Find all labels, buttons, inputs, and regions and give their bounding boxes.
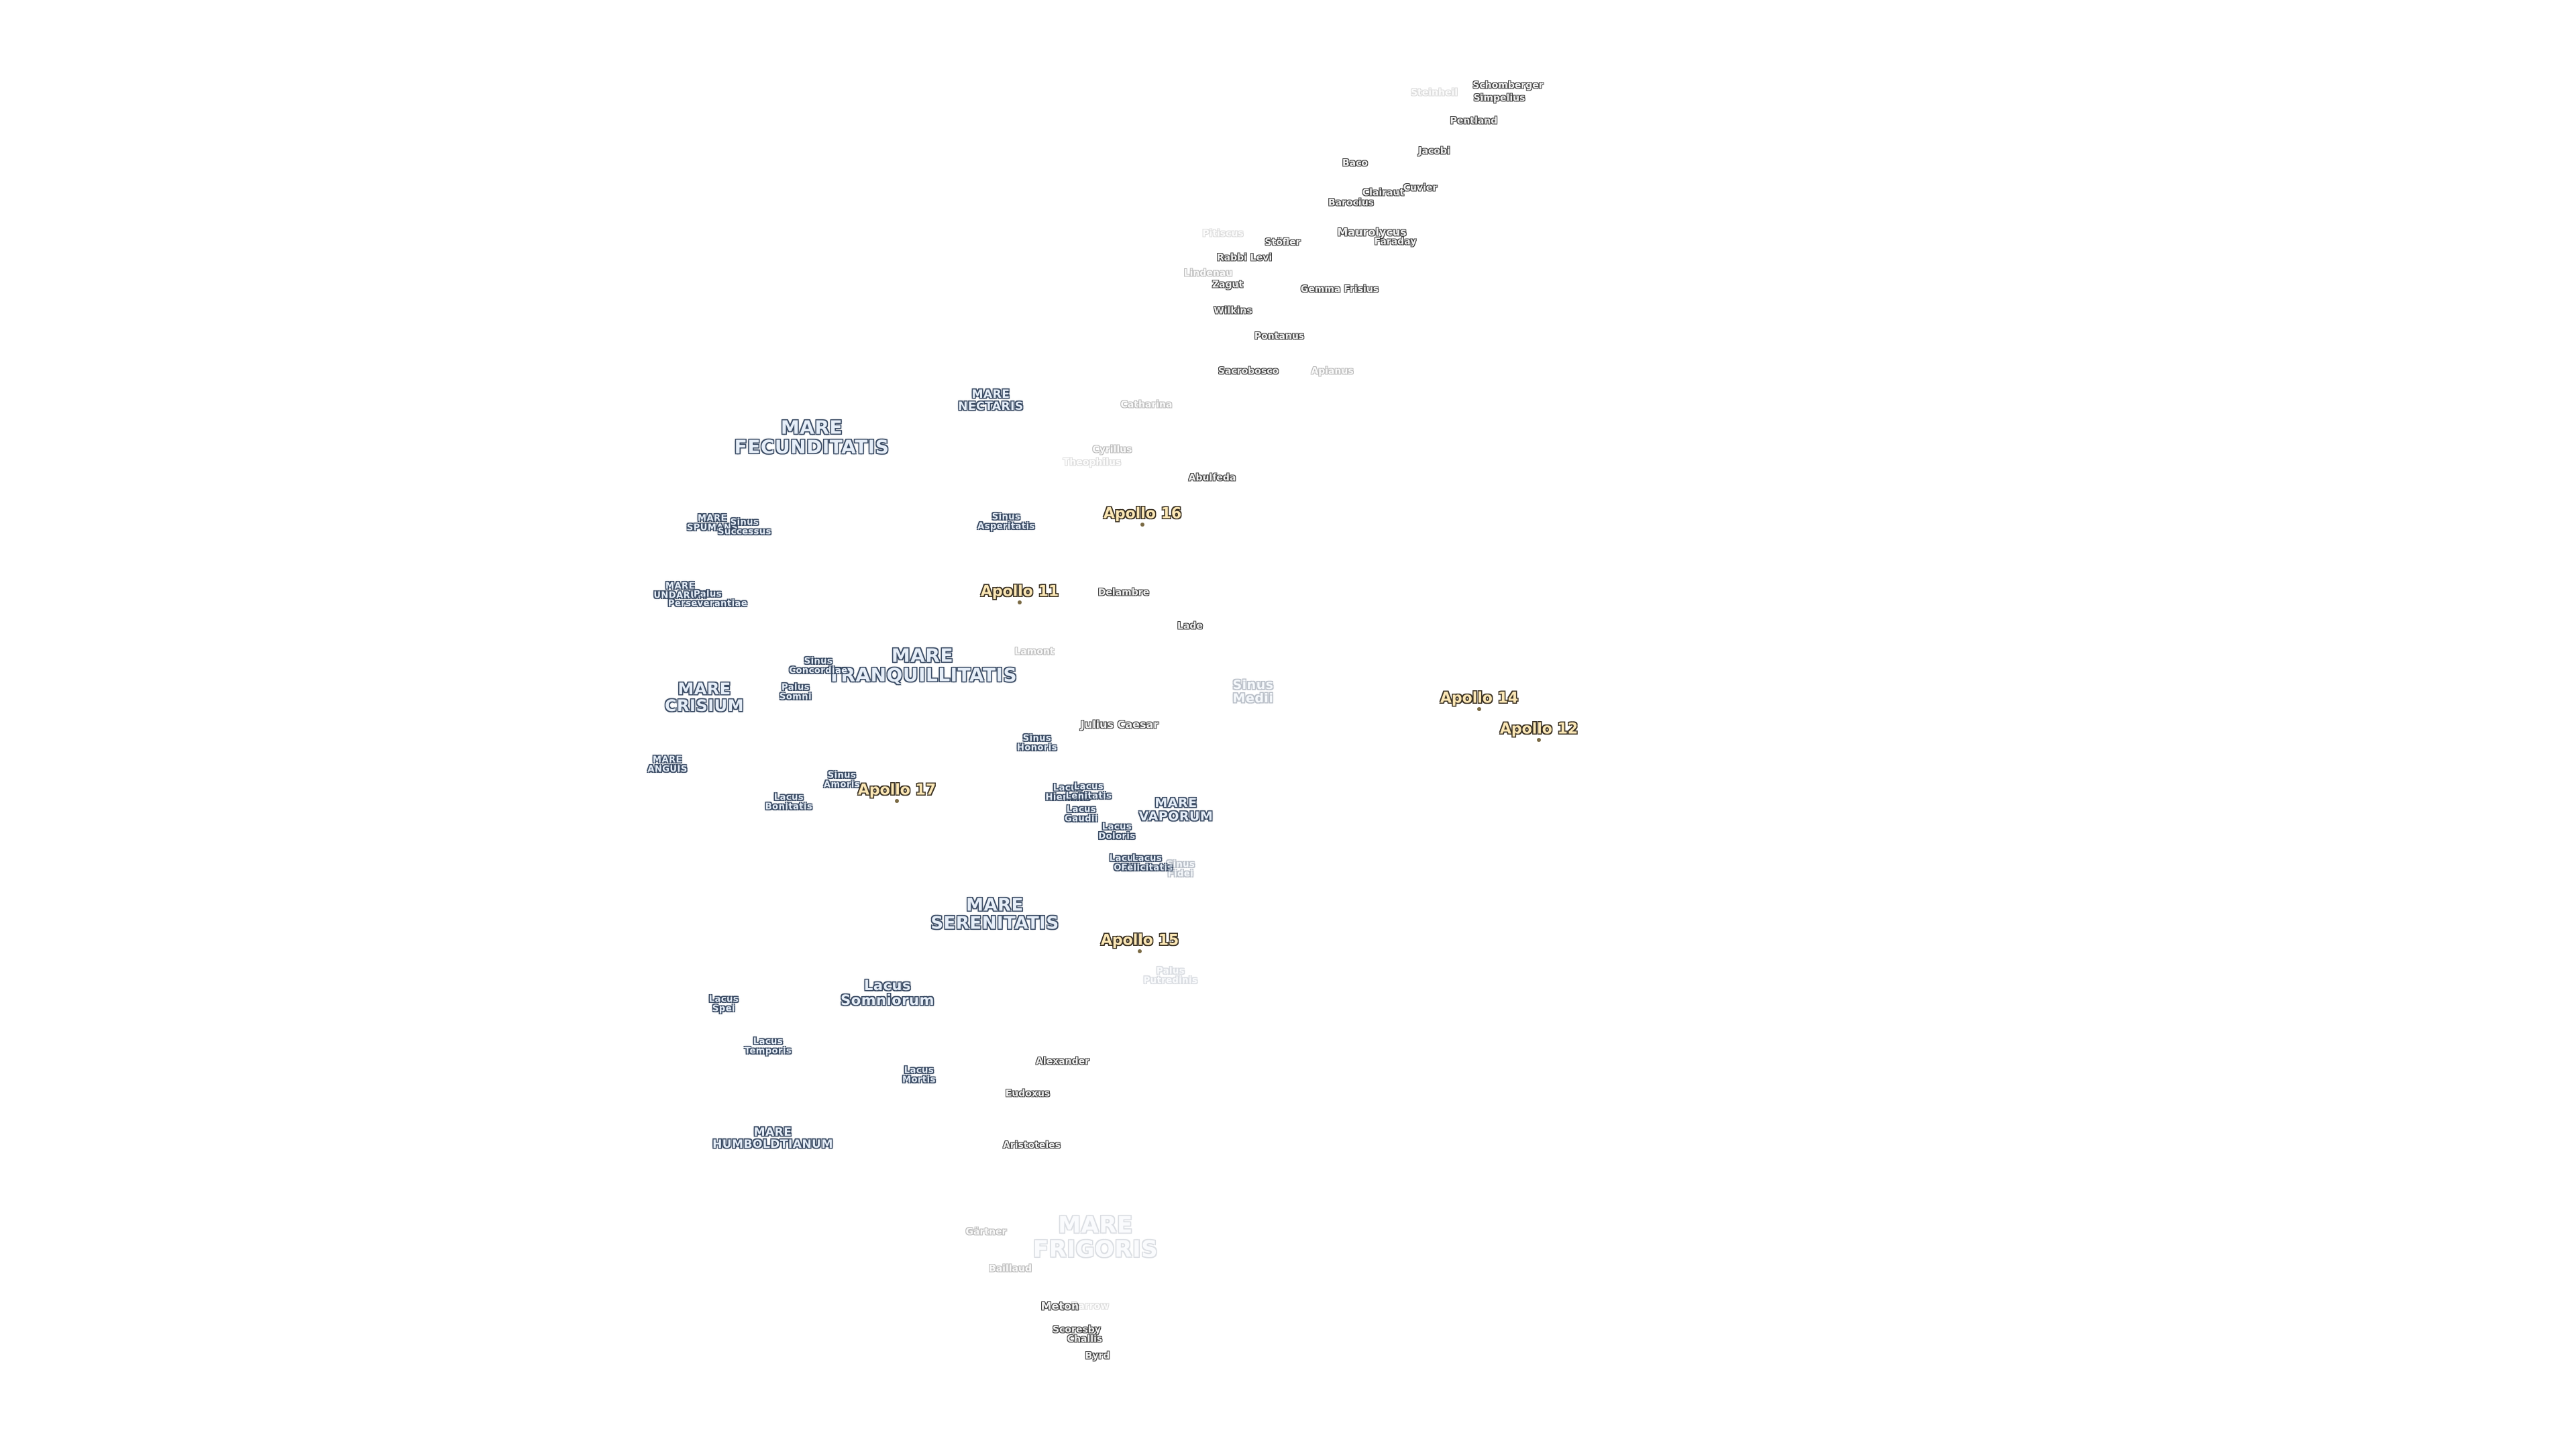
- mare-spumans-label: MARE SPUMANS: [686, 513, 739, 533]
- lacus-gaudii-label: Lacus Gaudii: [1065, 804, 1098, 824]
- crater-stoefler-label: Stöfler: [1265, 237, 1301, 248]
- crater-lindenau-label: Lindenau: [1183, 268, 1233, 279]
- mare-humboldtianum-label: MARE HUMBOLDTIANUM: [712, 1126, 833, 1151]
- crater-gemma-frisius-label: Gemma Frisius: [1300, 284, 1379, 295]
- crater-lade-label: Lade: [1177, 621, 1203, 632]
- apollo-14-label[interactable]: Apollo 14: [1440, 690, 1519, 707]
- palus-putredinis-label: Palus Putredinis: [1143, 966, 1198, 985]
- apollo-17-marker-icon[interactable]: [895, 799, 899, 803]
- lacus-odii-label: Lacus Odii: [1109, 853, 1140, 873]
- sinus-honoris-label: Sinus Honoris: [1016, 733, 1058, 753]
- mare-serenitatis-label: MARE SERENITATIS: [930, 895, 1059, 934]
- palus-perseverantiae-label: Palus Perseverantiae: [667, 589, 748, 608]
- apollo-17-label[interactable]: Apollo 17: [857, 782, 936, 799]
- crater-julius-caesar-label: Julius Caesar: [1080, 718, 1159, 731]
- lacus-temporis-label: Lacus Temporis: [744, 1036, 792, 1056]
- lacus-bonitatis-label: Lacus Bonitatis: [765, 792, 813, 812]
- crater-delambre-label: Delambre: [1097, 587, 1150, 598]
- crater-scoresby-label: Scoresby: [1053, 1324, 1101, 1336]
- apollo-12-marker-icon[interactable]: [1537, 738, 1541, 742]
- crater-catharina-label: Catharina: [1120, 399, 1173, 411]
- crater-zagut-label: Zagut: [1212, 279, 1244, 290]
- crater-maurolycus-label: Maurolycus: [1337, 225, 1407, 239]
- lacus-somniorum-label: Lacus Somniorum: [841, 977, 934, 1008]
- mare-undarum-label: MARE UNDARUM: [653, 581, 707, 600]
- sinus-asperitatis-label: Sinus Asperitatis: [977, 512, 1035, 531]
- crater-rabbi-levi-label: Rabbi Levi: [1216, 252, 1273, 264]
- sinus-fidei-label: Sinus Fidei: [1166, 859, 1195, 879]
- crater-clairaut-label: Clairaut: [1362, 187, 1405, 199]
- apollo-11-marker-icon[interactable]: [1018, 600, 1022, 604]
- mare-nectaris-label: MARE NECTARIS: [958, 388, 1024, 413]
- crater-eudoxus-label: Eudoxus: [1005, 1088, 1051, 1099]
- lacus-spei-label: Lacus Spei: [708, 994, 739, 1014]
- lacus-mortis-label: Lacus Mortis: [902, 1065, 936, 1085]
- crater-baco-label: Baco: [1342, 158, 1368, 169]
- crater-baillaud-label: Baillaud: [989, 1263, 1032, 1275]
- crater-schomberger-label: Schomberger: [1472, 80, 1544, 91]
- apollo-11-label[interactable]: Apollo 11: [980, 583, 1059, 600]
- crater-pitiscus-label: Pitiscus: [1202, 228, 1244, 239]
- crater-aristoteles-label: Aristoteles: [1003, 1140, 1061, 1151]
- lacus-hiemalis-label: Lacus Hiemalis: [1045, 783, 1091, 802]
- crater-gartner-label: Gärtner: [965, 1226, 1007, 1238]
- apollo-15-label[interactable]: Apollo 15: [1100, 932, 1179, 949]
- mare-anguis-label: MARE ANGUIS: [647, 755, 688, 774]
- crater-cuvier-label: Cuvier: [1403, 182, 1438, 194]
- sinus-medii-label: Sinus Medii: [1232, 678, 1274, 706]
- lacus-doloris-label: Lacus Doloris: [1098, 822, 1136, 841]
- mare-vaporum-label: MARE VAPORUM: [1138, 796, 1214, 824]
- crater-barrow-label: Barrow: [1071, 1301, 1110, 1312]
- crater-byrd-label: Byrd: [1085, 1350, 1110, 1362]
- crater-barocius-label: Barocius: [1328, 197, 1375, 209]
- crater-pontanus-label: Pontanus: [1254, 331, 1305, 342]
- mare-crisium-label: MARE CRISIUM: [664, 679, 745, 715]
- crater-lamont-label: Lamont: [1014, 646, 1055, 657]
- crater-apianus-label: Apianus: [1311, 366, 1354, 377]
- crater-cyrillus-label: Cyrillus: [1092, 444, 1132, 455]
- crater-alexander-label: Alexander: [1036, 1056, 1089, 1067]
- sinus-successus-label: Sinus Successus: [718, 517, 771, 537]
- apollo-12-label[interactable]: Apollo 12: [1499, 720, 1578, 738]
- lacus-lenitatis-label: Lacus Lenitatis: [1065, 782, 1112, 801]
- lacus-felicitatis-label: Lacus Felicitatis: [1121, 853, 1173, 873]
- palus-somni-label: Palus Somni: [779, 682, 812, 702]
- mare-fecunditatis-label: MARE FECUNDITATIS: [734, 416, 890, 458]
- crater-wilkins-label: Wilkins: [1214, 305, 1252, 317]
- sinus-amoris-label: Sinus Amoris: [823, 770, 861, 790]
- crater-challis-label: Challis: [1067, 1334, 1103, 1345]
- crater-abulfeda-label: Abulfeda: [1188, 472, 1236, 484]
- mare-frigoris-label: MARE FRIGORIS: [1032, 1212, 1159, 1263]
- crater-simpelius-label: Simpelius: [1473, 93, 1525, 104]
- crater-sacrobosco-label: Sacrobosco: [1218, 366, 1279, 377]
- crater-faraday-label: Faraday: [1374, 236, 1417, 248]
- apollo-15-marker-icon[interactable]: [1138, 949, 1142, 953]
- crater-pentland-label: Pentland: [1450, 115, 1498, 127]
- apollo-14-marker-icon[interactable]: [1477, 707, 1481, 711]
- mare-tranquillitatis-label: MARE TRANQUILLITATIS: [827, 644, 1018, 686]
- crater-theophilus-label: Theophilus: [1063, 457, 1122, 468]
- apollo-16-label[interactable]: Apollo 16: [1103, 505, 1182, 523]
- crater-steinheil-label: Steinheil: [1410, 87, 1458, 99]
- crater-jacobi-label: Jacobi: [1418, 146, 1450, 157]
- sinus-concordiae-label: Sinus Concordiae: [789, 656, 848, 676]
- apollo-16-marker-icon[interactable]: [1140, 523, 1144, 527]
- crater-meton-label: Meton: [1040, 1299, 1079, 1313]
